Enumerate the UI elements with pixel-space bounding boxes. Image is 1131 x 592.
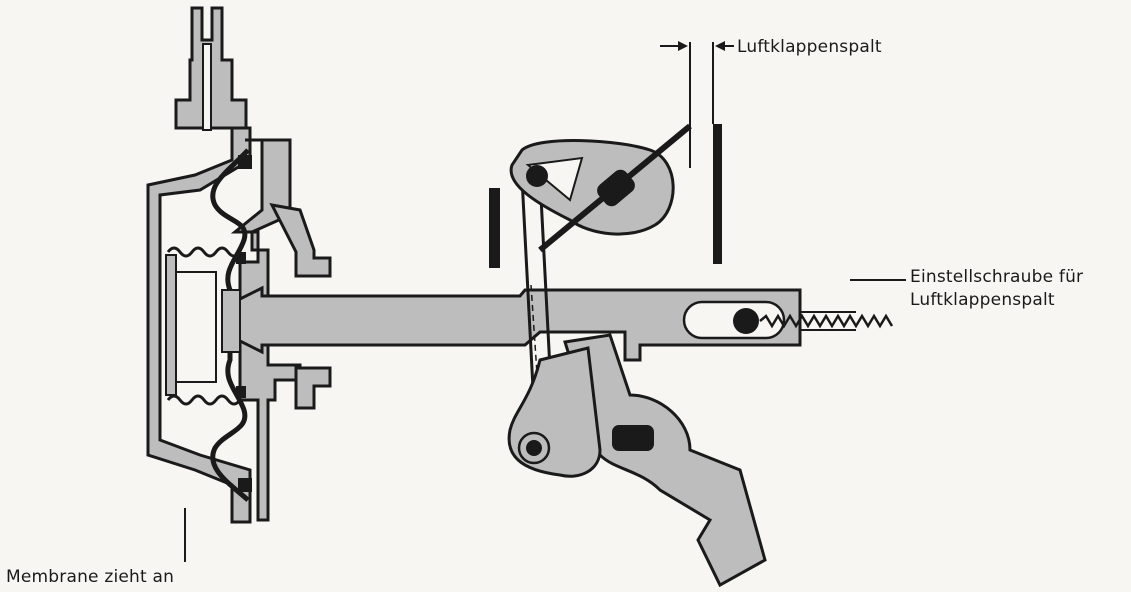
gap-dimension <box>660 41 734 168</box>
upper-stop-bracket <box>269 202 332 278</box>
choke-lever <box>509 139 675 236</box>
air-horn-wall-left <box>489 188 500 268</box>
choke-flap <box>538 123 692 253</box>
adjust-screw-label: Einstellschraube für Luftklappenspalt <box>910 266 1083 312</box>
return-spring-upper <box>166 246 242 258</box>
pull-rod <box>221 285 802 362</box>
return-spring-lower <box>166 394 242 406</box>
adjust-screw-label-line1: Einstellschraube für <box>910 267 1084 287</box>
membrane-label: Membrane zieht an <box>6 567 175 587</box>
adjust-screw-label-line2: Luftklappenspalt <box>910 290 1055 310</box>
adjusting-screw <box>759 311 894 331</box>
seal-bead-top <box>238 155 252 169</box>
lower-stop-bracket <box>294 366 332 410</box>
air-horn-wall-right <box>713 124 722 264</box>
seal-bead-bottom <box>238 478 252 492</box>
vacuum-nipple <box>174 6 248 131</box>
seal-bead-mid-bottom <box>236 386 246 398</box>
air-gap-label: Luftklappenspalt <box>737 37 882 57</box>
fast-idle-cam <box>507 333 767 588</box>
seal-bead-mid-top <box>236 252 246 264</box>
